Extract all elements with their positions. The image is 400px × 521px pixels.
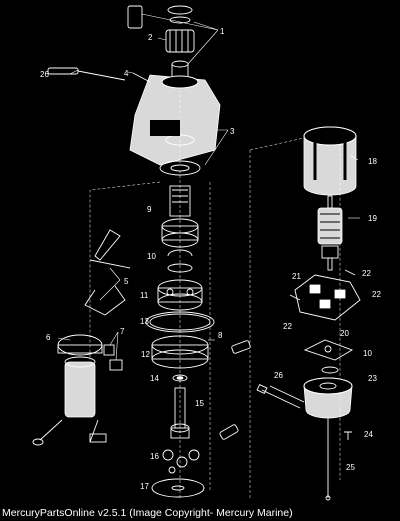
callout-6: 6 — [46, 333, 51, 342]
part-8-grease-tube — [231, 340, 251, 354]
part-1-pinion-group — [127, 5, 193, 76]
part-17-plate — [151, 478, 205, 498]
callout-leader-lines — [57, 13, 360, 361]
part-25-rod — [325, 418, 331, 501]
copyright-footer: MercuryPartsOnline v2.5.1 (Image Copyrig… — [2, 507, 293, 519]
part-9-drive-shaft — [161, 185, 199, 248]
part-16-planet-gears — [162, 449, 200, 474]
part-7-bracket — [103, 344, 123, 371]
callout-2: 2 — [148, 33, 153, 42]
part-26-through-bolts-bottom — [256, 383, 305, 409]
part-23-end-cap — [303, 377, 353, 419]
callout-9: 9 — [147, 205, 152, 214]
callout-8: 8 — [218, 331, 223, 340]
part-10-washer-right — [321, 366, 339, 374]
callout-10-left: 10 — [147, 252, 156, 261]
callout-11: 11 — [140, 291, 149, 300]
callout-10-right: 10 — [363, 349, 372, 358]
callout-1: 1 — [220, 27, 225, 36]
callout-25: 25 — [346, 463, 355, 472]
callout-22-c: 22 — [283, 322, 292, 331]
callout-24: 24 — [364, 430, 373, 439]
grease-tube-lower — [219, 424, 239, 440]
part-26-through-bolt-top — [47, 67, 126, 81]
callout-19: 19 — [368, 214, 377, 223]
callout-26-top: 26 — [40, 70, 49, 79]
callout-22-a: 22 — [362, 269, 371, 278]
callout-labels: 1 2 3 4 26 9 10 5 11 13 8 6 7 12 14 15 1… — [40, 27, 381, 491]
callout-15: 15 — [195, 399, 204, 408]
callout-13: 13 — [140, 317, 149, 326]
exploded-parts-diagram: 1 2 3 4 26 9 10 5 11 13 8 6 7 12 14 15 1… — [32, 5, 381, 501]
part-2-pinion-gear — [165, 29, 195, 53]
callout-14: 14 — [150, 374, 159, 383]
part-13-seal-ring — [145, 311, 215, 333]
part-12-ring-gear — [151, 335, 209, 369]
part-21-brush-holder — [289, 269, 361, 321]
part-4-bolt — [132, 72, 151, 83]
part-5-shift-lever — [84, 229, 131, 316]
part-24-screw — [344, 431, 352, 440]
part-3-drive-end-housing — [129, 74, 221, 176]
part-11-planet-carrier — [157, 279, 203, 311]
part-14-washer — [172, 374, 188, 382]
callout-3: 3 — [230, 127, 235, 136]
part-6-solenoid — [32, 334, 107, 446]
part-15-sun-gear-shaft — [170, 387, 190, 439]
part-19-armature — [317, 195, 343, 271]
callout-20: 20 — [340, 329, 349, 338]
callout-16: 16 — [150, 452, 159, 461]
callout-17: 17 — [140, 482, 149, 491]
part-18-field-frame — [303, 126, 357, 196]
callout-22-b: 22 — [372, 290, 381, 299]
callout-23: 23 — [368, 374, 377, 383]
part-10-retaining-ring — [167, 249, 193, 273]
callout-4: 4 — [124, 69, 129, 78]
callout-5: 5 — [124, 277, 129, 286]
part-20-brush-plate — [303, 339, 354, 361]
callout-21: 21 — [292, 272, 301, 281]
callout-7: 7 — [120, 327, 125, 336]
callout-18: 18 — [368, 157, 377, 166]
callout-12: 12 — [141, 350, 150, 359]
callout-26-bottom: 26 — [274, 371, 283, 380]
